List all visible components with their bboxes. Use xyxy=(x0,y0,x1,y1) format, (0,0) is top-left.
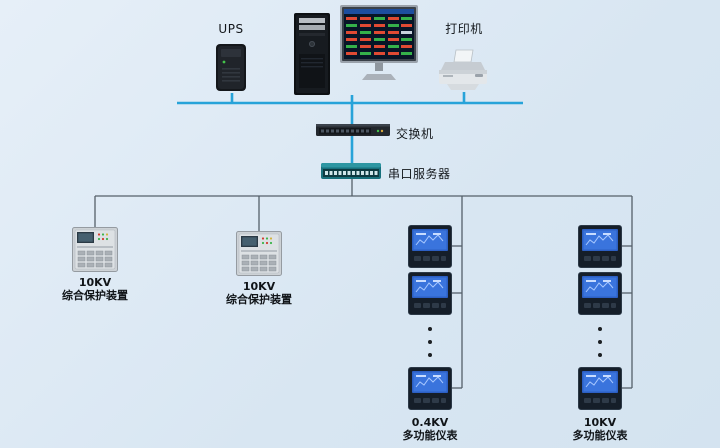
protection-device-1 xyxy=(72,227,118,272)
serial-server-device xyxy=(320,161,382,181)
protection-device-2 xyxy=(236,231,282,276)
meters-10kv-label: 10KV 多功能仪表 xyxy=(558,416,642,442)
protection-device-icon xyxy=(236,231,282,276)
protection-1-label-line1: 10KV xyxy=(78,276,112,289)
meter-icon xyxy=(578,225,622,268)
meter-icon xyxy=(408,225,452,268)
ups-label: UPS xyxy=(218,22,244,36)
switch-device xyxy=(316,121,390,139)
switch-icon xyxy=(316,124,390,136)
meter-device xyxy=(408,272,452,315)
computer-tower-icon xyxy=(294,13,330,95)
protection-2-label: 10KV 综合保护装置 xyxy=(217,280,301,306)
meters-10kv-label-line2: 多功能仪表 xyxy=(572,429,628,442)
protection-1-label-line2: 综合保护装置 xyxy=(62,289,128,302)
meters-10kv-label-line1: 10KV xyxy=(583,416,617,429)
meter-device xyxy=(408,367,452,410)
ups-device xyxy=(213,43,249,93)
monitor xyxy=(340,5,418,81)
ellipsis-dots xyxy=(594,327,606,357)
meter-device xyxy=(578,367,622,410)
meter-icon xyxy=(578,272,622,315)
printer-icon xyxy=(439,49,487,90)
printer-device xyxy=(435,48,491,92)
meter-device xyxy=(408,225,452,268)
switch-label: 交换机 xyxy=(396,127,434,141)
ups-icon xyxy=(216,44,246,91)
monitor-icon xyxy=(340,5,418,80)
meters-04kv-label-line1: 0.4KV xyxy=(411,416,449,429)
ellipsis-dots xyxy=(424,327,436,357)
meter-icon xyxy=(408,367,452,410)
meters-04kv-label: 0.4KV 多功能仪表 xyxy=(388,416,472,442)
protection-2-label-line2: 综合保护装置 xyxy=(226,293,292,306)
protection-2-label-line1: 10KV xyxy=(242,280,276,293)
protection-device-icon xyxy=(72,227,118,272)
meter-icon xyxy=(408,272,452,315)
serial-server-icon xyxy=(321,163,381,179)
meter-device xyxy=(578,272,622,315)
serial-server-label: 串口服务器 xyxy=(388,167,451,181)
meters-04kv-label-line2: 多功能仪表 xyxy=(402,429,458,442)
computer-tower xyxy=(292,12,332,96)
meter-icon xyxy=(578,367,622,410)
meter-device xyxy=(578,225,622,268)
printer-label: 打印机 xyxy=(445,22,483,36)
protection-1-label: 10KV 综合保护装置 xyxy=(53,276,137,302)
